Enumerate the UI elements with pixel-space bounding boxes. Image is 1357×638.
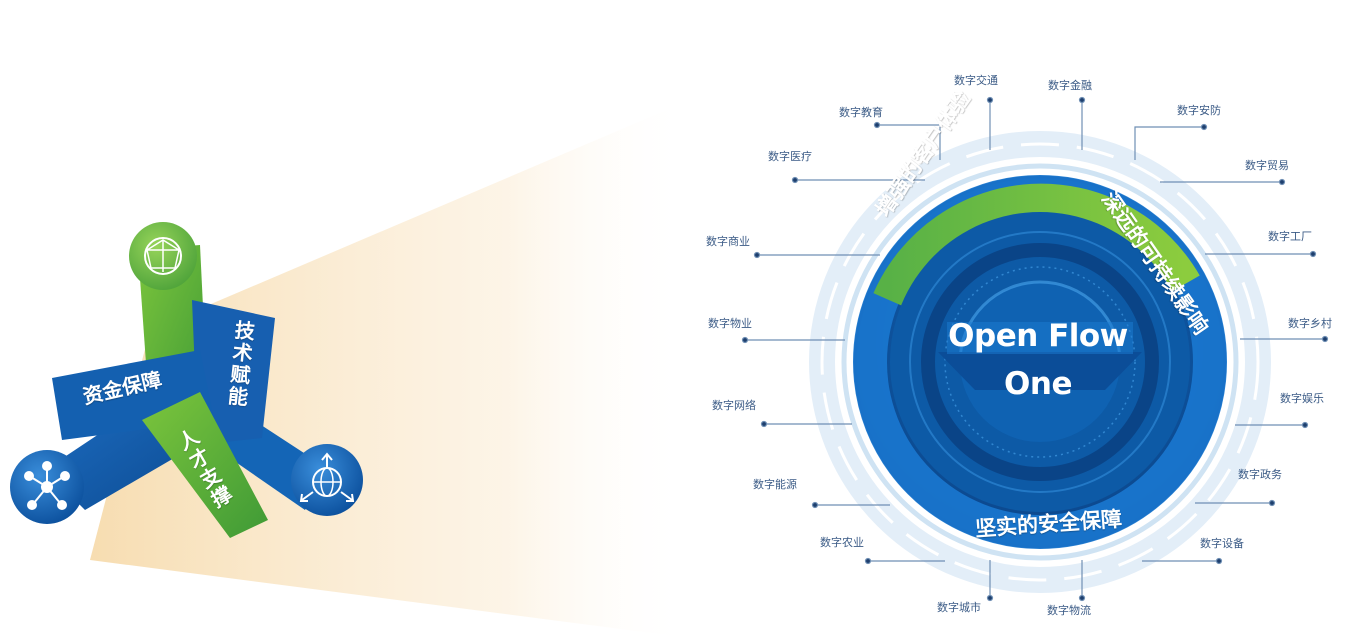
center-title: Open Flow One bbox=[938, 312, 1138, 408]
sector-logistics: 数字物流 bbox=[1047, 604, 1091, 617]
connector-lines bbox=[741, 96, 1329, 602]
sector-entertainment: 数字娱乐 bbox=[1280, 392, 1324, 405]
sector-energy: 数字能源 bbox=[753, 478, 797, 491]
globe-arrows-icon bbox=[291, 444, 363, 516]
sector-network: 数字网络 bbox=[712, 399, 756, 412]
gear-ring bbox=[809, 131, 1271, 593]
sector-trade: 数字贸易 bbox=[1245, 159, 1289, 172]
sector-village: 数字乡村 bbox=[1288, 317, 1332, 330]
center-disk bbox=[853, 175, 1227, 549]
sector-commerce: 数字商业 bbox=[706, 235, 750, 248]
sector-agriculture: 数字农业 bbox=[820, 536, 864, 549]
sector-finance: 数字金融 bbox=[1048, 79, 1092, 92]
sector-property: 数字物业 bbox=[708, 317, 752, 330]
sector-factory: 数字工厂 bbox=[1268, 230, 1312, 243]
sector-city: 数字城市 bbox=[937, 601, 981, 614]
sector-transport: 数字交通 bbox=[954, 74, 998, 87]
sector-equipment: 数字设备 bbox=[1200, 537, 1244, 550]
sector-medical: 数字医疗 bbox=[768, 150, 812, 163]
network-hub-icon bbox=[10, 450, 84, 524]
center-title-line2: One bbox=[1004, 366, 1072, 402]
sector-government: 数字政务 bbox=[1238, 468, 1282, 481]
network-globe-icon bbox=[129, 222, 197, 290]
sector-security: 数字安防 bbox=[1177, 104, 1221, 117]
sector-education: 数字教育 bbox=[839, 106, 883, 119]
center-title-line1: Open Flow bbox=[948, 318, 1128, 354]
